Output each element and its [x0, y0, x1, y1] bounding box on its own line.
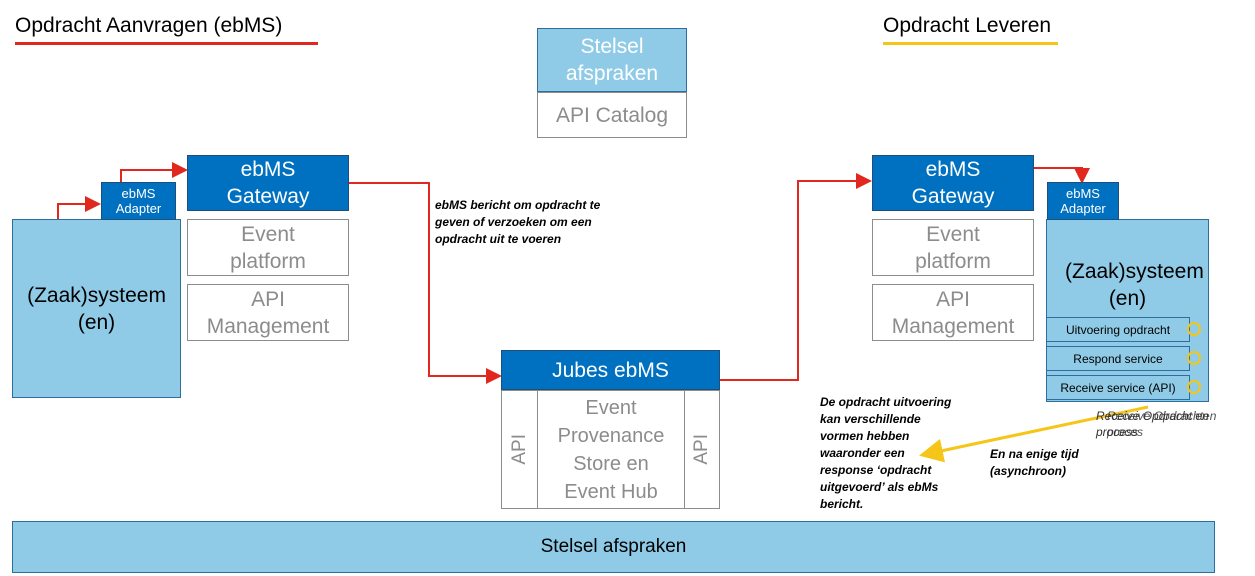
service-uitvoering-ring — [1187, 322, 1201, 336]
service-respond-ring — [1187, 351, 1201, 365]
arrow-async-response — [919, 405, 1149, 463]
right-title: Opdracht Leveren — [883, 14, 1052, 37]
api-catalog-box: API Catalog — [537, 92, 687, 138]
right-system-box: (Zaak)systeem (en) — [1046, 219, 1209, 402]
result-note: De opdracht uitvoering kan verschillende… — [820, 395, 952, 511]
left-title-underline — [15, 42, 318, 45]
service-receive-ring — [1187, 380, 1201, 394]
right-ebms-adapter: ebMS Adapter — [1047, 182, 1119, 220]
right-title-underline — [883, 42, 1058, 45]
hub-api-left-label: API — [508, 434, 530, 465]
stelsel-afspraken-bar: Stelsel afspraken — [12, 521, 1215, 573]
receive-label-b-line1: Receive Opdrachten — [1107, 409, 1217, 423]
left-ebms-gateway: ebMS Gateway — [187, 155, 349, 211]
left-ebms-adapter: ebMS Adapter — [101, 182, 176, 220]
arrow-hub-to-gateway — [720, 173, 872, 381]
left-title: Opdracht Aanvragen (ebMS) — [15, 14, 283, 37]
hub-api-right-label: API — [691, 434, 712, 465]
arrow-gateway-to-adapter — [1034, 167, 1090, 184]
arrow-system-to-adapter — [57, 196, 101, 219]
ebms-message-note: ebMS bericht om opdracht te geven of ver… — [435, 198, 601, 246]
stelsel-afspraken-box: Stelsel afspraken — [537, 28, 687, 92]
receive-label-b-line2: proces — [1107, 425, 1144, 439]
arrow-gateway-to-hub — [349, 182, 502, 384]
arrow-adapter-to-gateway — [120, 162, 188, 183]
async-note: En na enige tijd (asynchroon) — [990, 447, 1079, 478]
right-api-management: API Management — [872, 284, 1034, 341]
event-provenance-store: Event Provenance Store en Event Hub — [537, 390, 685, 509]
receive-opdracht-label-b: Receive Opdrachten proces — [1107, 408, 1216, 440]
service-receive-api: Receive service (API) — [1046, 375, 1190, 400]
right-system-label: (Zaak)systeem (en) — [1065, 260, 1204, 310]
service-respond: Respond service — [1046, 346, 1190, 371]
receive-opdracht-label-a: Receive Opdracht en process — [1096, 408, 1209, 440]
right-ebms-gateway: ebMS Gateway — [872, 155, 1034, 211]
hub-api-left: API — [501, 390, 538, 509]
service-uitvoering-opdracht: Uitvoering opdracht — [1046, 317, 1190, 342]
hub-api-right: API — [684, 390, 720, 509]
left-event-platform: Event platform — [187, 219, 349, 276]
receive-label-a-line2: process — [1096, 425, 1139, 439]
left-system-box: (Zaak)systeem (en) — [12, 219, 181, 398]
jubes-ebms-header: Jubes ebMS — [501, 350, 720, 390]
left-api-management: API Management — [187, 284, 349, 341]
right-event-platform: Event platform — [872, 219, 1034, 276]
receive-label-a-line1: Receive Opdracht en — [1096, 409, 1209, 423]
